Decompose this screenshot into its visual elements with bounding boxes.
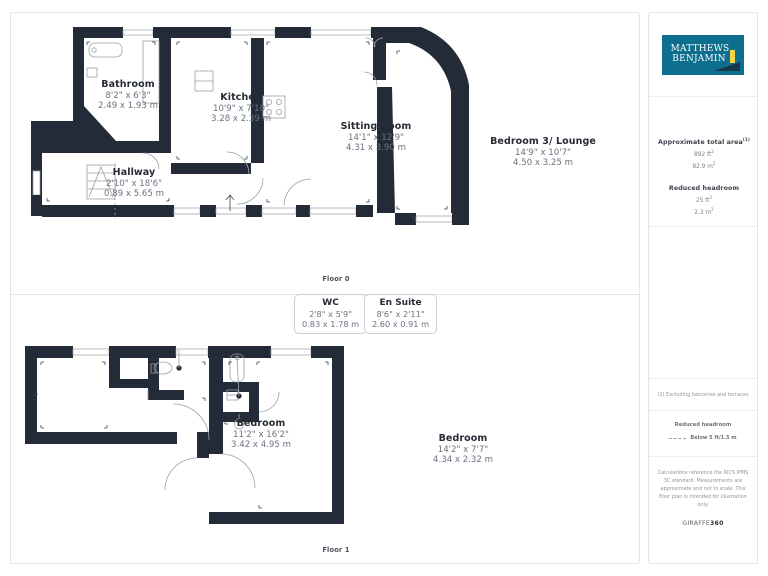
logo-line-1: MATTHEWS xyxy=(670,43,730,54)
footnote-section: (1) Excluding balconies and terraces xyxy=(649,379,757,411)
reduced-headroom-block: Reduced headroom 25 ft2 2.3 m2 xyxy=(649,185,759,216)
headroom-legend: Reduced headroom Below 5 ft/1.5 m xyxy=(649,411,757,457)
room-callout-wc: WC 2'8" x 5'9" 0.83 x 1.78 m xyxy=(294,294,368,334)
logo-wedge-shape xyxy=(714,61,740,71)
total-area-title: Approximate total area(1) xyxy=(658,137,750,147)
room-name: WC xyxy=(322,298,339,308)
total-area-superscript: (1) xyxy=(742,137,750,142)
headroom-legend-row: Below 5 ft/1.5 m xyxy=(649,435,757,441)
floor-1-drawing xyxy=(25,346,344,524)
room-dimensions-metric: 0.83 x 1.78 m xyxy=(302,318,360,329)
headroom-legend-title: Reduced headroom xyxy=(674,422,732,428)
headroom-legend-label: Below 5 ft/1.5 m xyxy=(690,435,737,441)
total-area-sqm: 82.9 m2 xyxy=(692,161,716,170)
reduced-headroom-title: Reduced headroom xyxy=(668,185,740,192)
floorplan-canvas: Bathroom 8'2" x 6'3" 2.49 x 1.93 m Kitch… xyxy=(10,12,640,564)
room-callout-en-suite: En Suite 8'6" x 2'11" 2.60 x 0.91 m xyxy=(364,294,438,334)
info-sidebar: MATTHEWS BENJAMIN Approximate total area… xyxy=(648,12,758,564)
footnote-text: (1) Excluding balconies and terraces xyxy=(657,391,749,398)
disclaimer-text: Calculations reference the RICS IPMS 3C … xyxy=(657,470,749,509)
total-area-block: Approximate total area(1) 892 ft2 82.9 m… xyxy=(649,137,759,170)
disclaimer-section: Calculations reference the RICS IPMS 3C … xyxy=(649,457,757,565)
room-dimensions-metric: 2.60 x 0.91 m xyxy=(372,318,430,329)
room-dimensions-imperial: 2'8" x 5'9" xyxy=(309,308,352,319)
area-summary: Approximate total area(1) 892 ft2 82.9 m… xyxy=(649,97,757,227)
room-name: En Suite xyxy=(379,298,422,308)
logo-line-2: BENJAMIN xyxy=(672,53,726,64)
floor-0-drawing xyxy=(31,27,469,225)
dashed-line-icon xyxy=(669,437,687,439)
sidebar-spacer xyxy=(649,227,757,379)
brand-logo[interactable]: MATTHEWS BENJAMIN xyxy=(649,13,757,97)
logo-box: MATTHEWS BENJAMIN xyxy=(662,34,744,75)
room-dimensions-imperial: 8'6" x 2'11" xyxy=(376,308,425,319)
total-area-sqft: 892 ft2 xyxy=(694,149,714,159)
floor-0-label: Floor 0 xyxy=(322,275,350,283)
provider-branding[interactable]: GIRAFFE360 xyxy=(682,520,724,528)
logo-bar-shape xyxy=(730,49,735,63)
reduced-headroom-sqm: 2.3 m2 xyxy=(694,206,714,216)
reduced-headroom-sqft: 25 ft2 xyxy=(695,195,713,204)
floor-1-label: Floor 1 xyxy=(322,546,350,554)
